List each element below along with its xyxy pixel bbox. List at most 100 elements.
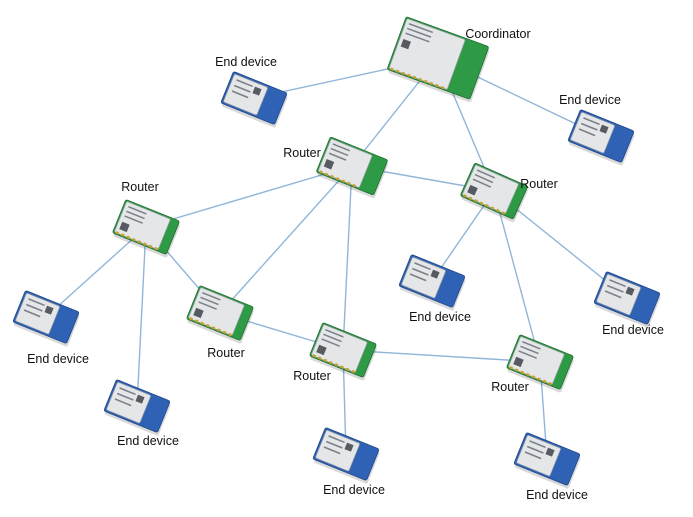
solder-pad <box>330 174 334 179</box>
qr-code <box>430 269 440 279</box>
solder-pad <box>329 360 333 365</box>
shield-marking <box>524 451 542 460</box>
solder-pad <box>463 194 467 198</box>
solder-pad <box>132 237 136 242</box>
solder-pad <box>189 317 194 321</box>
rf-shield <box>596 274 641 316</box>
zigbee-module-small-icon <box>460 163 528 223</box>
solder-pad <box>352 183 357 188</box>
zigbee-module-small-icon <box>112 199 180 258</box>
solder-pad <box>435 83 439 88</box>
shield-marking <box>330 147 349 157</box>
solder-pad <box>341 179 346 183</box>
solder-pad <box>390 67 394 71</box>
end-device-label: End device <box>526 488 588 502</box>
rf-shield <box>401 257 446 299</box>
shield-marking <box>405 32 430 43</box>
shield-marking <box>408 23 434 34</box>
shield-marking <box>583 117 600 126</box>
zigbee-module-small-icon <box>309 322 377 381</box>
solder-pad <box>222 330 227 335</box>
solder-pad <box>200 321 205 326</box>
solder-pad <box>501 211 506 215</box>
shield-marking <box>202 291 221 301</box>
end-device-label: End device <box>323 483 385 497</box>
shield-marking <box>522 340 541 350</box>
solder-pad <box>154 246 158 251</box>
qr-code <box>252 86 262 96</box>
devices-layer: CoordinatorRouterRouterRouterRouterRoute… <box>12 16 664 502</box>
solder-pad <box>490 206 495 210</box>
qr-code <box>599 124 609 134</box>
end-device-label: End device <box>117 434 179 448</box>
shield-marking <box>116 392 134 401</box>
solder-pad <box>395 69 400 73</box>
qr-code <box>513 356 524 368</box>
zigbee-module-blue-icon <box>220 71 288 128</box>
rf-shield <box>570 112 615 154</box>
qr-code <box>323 159 335 170</box>
qr-code <box>625 286 635 296</box>
router-label: Router <box>283 146 321 160</box>
solder-pad <box>509 366 514 370</box>
solder-pad <box>126 235 131 240</box>
solder-pad <box>485 203 489 208</box>
solder-pad <box>345 367 350 372</box>
solder-pad <box>206 323 210 328</box>
solder-pad <box>351 369 355 374</box>
qr-code <box>344 442 354 452</box>
shield-marking <box>128 205 147 215</box>
rf-shield <box>315 430 360 472</box>
solder-pad <box>323 358 328 363</box>
shield-marking <box>200 296 219 306</box>
solder-pad <box>211 326 216 330</box>
shield-marking <box>28 298 45 307</box>
zigbee-module-blue-icon <box>593 271 661 328</box>
shield-marking <box>606 284 624 293</box>
shield-marking <box>409 273 427 282</box>
shield-marking <box>325 440 343 449</box>
shield-marking <box>119 387 136 396</box>
shield-marking <box>231 90 249 99</box>
shield-marking <box>328 152 347 161</box>
rf-shield <box>462 164 519 214</box>
shield-marking <box>25 303 43 312</box>
shield-marking <box>233 84 251 93</box>
solder-pad <box>228 332 232 337</box>
solder-pad <box>496 208 500 213</box>
solder-pad <box>542 379 547 384</box>
shield-marking <box>578 128 596 137</box>
solder-pad <box>137 240 142 244</box>
solder-pad <box>324 172 329 177</box>
solder-pad <box>334 363 339 367</box>
qr-code <box>135 394 145 404</box>
router-label: Router <box>121 180 159 194</box>
shield-marking <box>124 215 143 224</box>
link-r2-r6 <box>493 190 541 363</box>
link-r3-e5 <box>136 226 147 407</box>
link-r1-r3 <box>145 165 353 228</box>
shield-marking <box>474 173 494 184</box>
qr-code <box>44 305 54 315</box>
shield-marking <box>328 435 345 444</box>
solder-pad <box>115 231 120 235</box>
rf-shield <box>15 293 60 335</box>
solder-pad <box>531 375 536 379</box>
solder-pad <box>346 181 351 186</box>
solder-pad <box>340 365 344 369</box>
solder-pad <box>148 244 153 249</box>
rf-shield <box>106 382 151 424</box>
shield-marking <box>332 143 351 152</box>
shield-marking <box>518 350 537 359</box>
solder-pad <box>143 242 147 246</box>
coordinator-label: Coordinator <box>465 27 530 41</box>
zigbee-module-blue-icon <box>513 432 581 489</box>
qr-code <box>119 221 130 233</box>
solder-pad <box>312 354 317 358</box>
router-label: Router <box>293 369 331 383</box>
solder-pad <box>317 356 322 360</box>
qr-code <box>467 184 478 196</box>
shield-marking <box>414 262 431 271</box>
